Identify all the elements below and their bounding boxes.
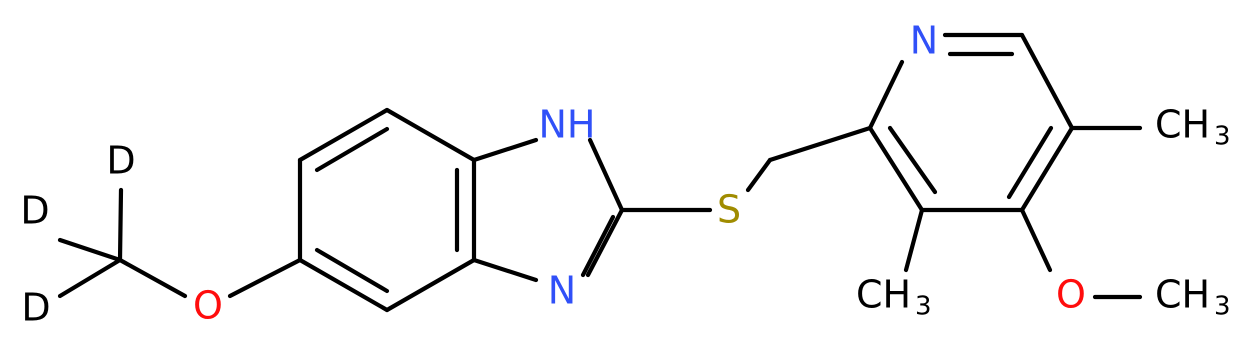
atom-label-s: S <box>717 188 741 232</box>
bond-line <box>117 257 188 299</box>
atom-label-n-imidazole: N <box>548 269 576 313</box>
bond-line <box>384 107 477 163</box>
bond-line <box>227 257 303 299</box>
methyl-main-text: CH <box>1155 273 1210 317</box>
atom-label-o-right: O <box>1056 273 1086 317</box>
bond-line <box>384 257 477 313</box>
bond-line <box>117 187 124 263</box>
bond-line <box>585 207 625 278</box>
bond-line <box>1019 125 1075 213</box>
atom-label-o-left: O <box>193 284 223 328</box>
bond-line <box>297 257 390 313</box>
bond-line <box>1006 125 1054 200</box>
bond-line <box>471 257 539 283</box>
atom-label-n-pyridine: N <box>910 19 938 63</box>
bond-line <box>471 137 539 163</box>
bond-line <box>903 207 925 273</box>
bond-line <box>887 125 938 195</box>
bond-line <box>745 157 773 193</box>
bond-line <box>1019 32 1075 131</box>
bond-line <box>580 214 616 278</box>
methyl-group-bottom-left: CH 3 <box>856 273 932 322</box>
bond-line <box>767 125 873 163</box>
bond-line <box>1019 207 1053 273</box>
bonds <box>57 32 1143 313</box>
atom-label-nh: NH <box>539 103 596 147</box>
methyl-group-bottom-right: CH 3 <box>1155 273 1231 322</box>
methyl-subscript: 3 <box>1214 292 1231 322</box>
atom-label-d3: D <box>21 286 50 330</box>
methyl-main-text: CH <box>856 273 911 317</box>
bond-line <box>297 107 390 163</box>
methyl-group-top-right: CH 3 <box>1155 103 1231 152</box>
atom-label-d1: D <box>106 139 135 183</box>
bond-line <box>314 247 390 294</box>
methyl-main-text: CH <box>1155 103 1210 147</box>
methyl-subscript: 3 <box>915 292 932 322</box>
bond-line <box>314 126 390 173</box>
bond-line <box>587 137 625 213</box>
methyl-subscript: 3 <box>1214 122 1231 152</box>
bond-line <box>57 257 123 299</box>
atom-label-d2: D <box>20 189 49 233</box>
bond-line <box>57 237 123 263</box>
bond-line <box>867 125 925 213</box>
bond-line <box>867 59 905 131</box>
